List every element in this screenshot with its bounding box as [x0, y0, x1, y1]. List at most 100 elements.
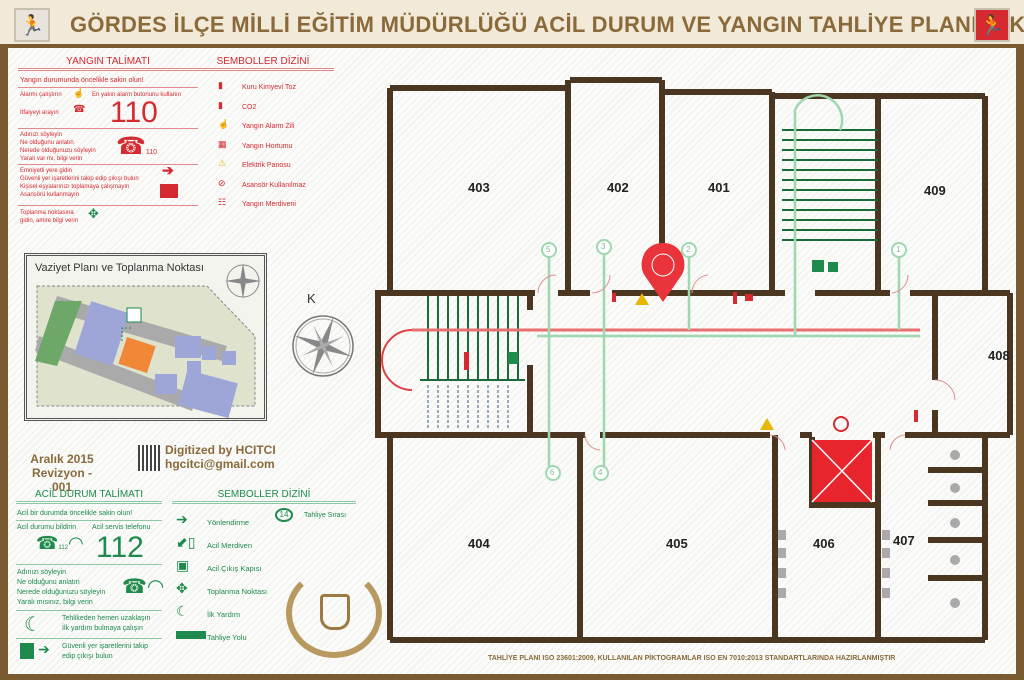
- route-number: 2: [686, 245, 691, 254]
- room-403: 403: [468, 180, 490, 195]
- fire-exit-icon: [160, 184, 178, 198]
- emergency-number: 112: [96, 531, 144, 564]
- fire-symbols-list: Kuru Kimyevi Toz CO2 Yangın Alarm Zili Y…: [242, 78, 306, 215]
- fire-line: Yangın durumunda öncelikle sakin olun!: [20, 77, 144, 84]
- upper-stairs: [782, 129, 878, 241]
- room-401: 401: [708, 180, 730, 195]
- fire-line: En yakın alarm butonunu kullanın: [92, 92, 182, 98]
- fire-alarm-icon: ☝: [218, 119, 230, 129]
- revision-number: Revizyon - 001: [31, 466, 92, 494]
- phone-112-icon: ☎◠: [122, 576, 165, 598]
- fire-hose-icon: ▦: [218, 138, 227, 149]
- symbol-label: Yangın Merdiveni: [242, 201, 296, 208]
- divider: [18, 164, 198, 165]
- text: Adınızı söyleyin: [17, 569, 67, 576]
- divider: [18, 205, 198, 206]
- fire-symbols-title: SEMBOLLER DİZİNİ: [192, 56, 334, 71]
- fire-instructions-title: YANGIN TALİMATI: [18, 56, 198, 71]
- assembly-point-icon: ✥: [88, 206, 99, 221]
- site-plan-title: Vaziyet Planı ve Toplanma Noktası: [35, 262, 204, 274]
- text: Ne olduğunu anlatın: [20, 140, 74, 146]
- symbol-label: İlk Yardım: [207, 610, 241, 619]
- text: Yaralı mısınız, bilgi verin: [17, 599, 93, 606]
- symbol-label: Acil Merdiven: [207, 541, 253, 550]
- credit-email: hgcitci@gmail.com: [165, 457, 275, 471]
- compass-rose-icon: [292, 315, 354, 377]
- header: 🏃 GÖRDES İLÇE MİLLİ EĞİTİM MÜDÜRLÜĞÜ ACİ…: [0, 0, 1024, 48]
- site-plan: Vaziyet Planı ve Toplanma Noktası: [24, 253, 267, 421]
- assembly-point-icon: ✥: [176, 580, 188, 596]
- text: Yaralı var mı, bilgi verin: [20, 156, 83, 162]
- text: İlk yardım bulmaya çalışın: [62, 625, 143, 632]
- arrow-right-icon: ➔: [162, 162, 174, 178]
- exit-sign-icon: 🏃: [14, 8, 50, 42]
- symbol-label: CO2: [242, 103, 257, 111]
- fire-line: Alarmı çalıştırın: [20, 92, 62, 98]
- walls: [375, 77, 1013, 643]
- symbol-label: Yönlendirme: [207, 518, 250, 527]
- divider: [16, 564, 162, 565]
- text: Nerede olduğunuzu söyleyin: [17, 589, 106, 596]
- lower-stairs: [420, 296, 525, 430]
- route-number: 6: [550, 468, 555, 477]
- electric-panel-icon: ⚠: [218, 158, 227, 168]
- site-plan-drawing: [35, 263, 261, 418]
- first-aid-icon: ☾: [176, 603, 189, 619]
- evac-order-label: Tahliye Sırası: [304, 512, 347, 519]
- fire-ladder-icon: ☷: [218, 197, 227, 207]
- text: edip çıkışı bulun: [62, 653, 113, 660]
- fire-number: 110: [110, 96, 158, 129]
- symbol-label: Elektrik Panosu: [242, 162, 291, 169]
- symbol-label: Yangın Alarm Zili: [242, 123, 295, 130]
- divider: [16, 638, 162, 639]
- text: Tehlikeden hemen uzaklaşın: [62, 615, 151, 622]
- symbol-label: Asansör Kullanılmaz: [242, 181, 306, 189]
- text: Nerede olduğunuzu söyleyin: [20, 148, 96, 154]
- emergency-line: Acil durumu bildirin: [17, 524, 77, 531]
- exit-door-icon: [20, 643, 34, 659]
- divider: [18, 128, 198, 129]
- room-409: 409: [924, 183, 946, 198]
- you-are-here-pin: [641, 243, 685, 302]
- fire-symbols-icons: ▮ ▮ ☝ ▦ ⚠ ⊘ ☷: [218, 76, 229, 213]
- electric-panel-icons: [635, 293, 774, 430]
- text: Kişisel eşyalarınızı toplamaya çalışmayı…: [20, 184, 130, 190]
- room-402: 402: [607, 180, 629, 195]
- emergency-exit-door-icon: ▣: [176, 557, 190, 573]
- evac-symbol-icons: ➔ ⬋▯ ▣ ✥ ☾: [176, 508, 206, 646]
- fire-equipment-icons: [464, 292, 918, 422]
- text: gidin, amire bilgi verin: [20, 218, 79, 224]
- text: Asansörü kullanmayın: [20, 192, 80, 198]
- room-405: 405: [666, 536, 688, 551]
- credit-name: Digitized by HCITCI: [165, 443, 276, 457]
- ministry-seal-logo: [286, 568, 382, 658]
- revision-date: Aralık 2015: [30, 452, 94, 466]
- exit-sign-icons: [508, 260, 838, 364]
- divider: [18, 87, 198, 88]
- text: Ne olduğunu anlatın: [17, 579, 80, 586]
- route-number: 4: [598, 468, 603, 477]
- emergency-stairs-icon: ⬋▯: [176, 534, 196, 550]
- phone-112-icon: ☎112◠: [36, 533, 84, 553]
- room-408: 408: [988, 348, 1010, 363]
- evacuation-route-lines: [537, 94, 920, 470]
- barcode-icon: [138, 445, 160, 471]
- symbol-label: Tahliye Yolu: [207, 633, 247, 642]
- doors: [537, 274, 956, 451]
- dry-powder-extinguisher-icon: ▮: [218, 80, 223, 90]
- emergency-title: ACİL DURUM TALİMATI: [16, 489, 162, 504]
- direction-arrow-icon: ➔: [176, 511, 188, 527]
- phone-110-icon: ☎110: [116, 133, 158, 160]
- text: Toplanma noktasına: [20, 210, 74, 216]
- symbol-label: Acil Çıkış Kapısı: [207, 564, 262, 573]
- compass-north-label: K: [307, 291, 316, 306]
- route-markers: [541, 239, 907, 481]
- toilet-icons: [778, 450, 960, 608]
